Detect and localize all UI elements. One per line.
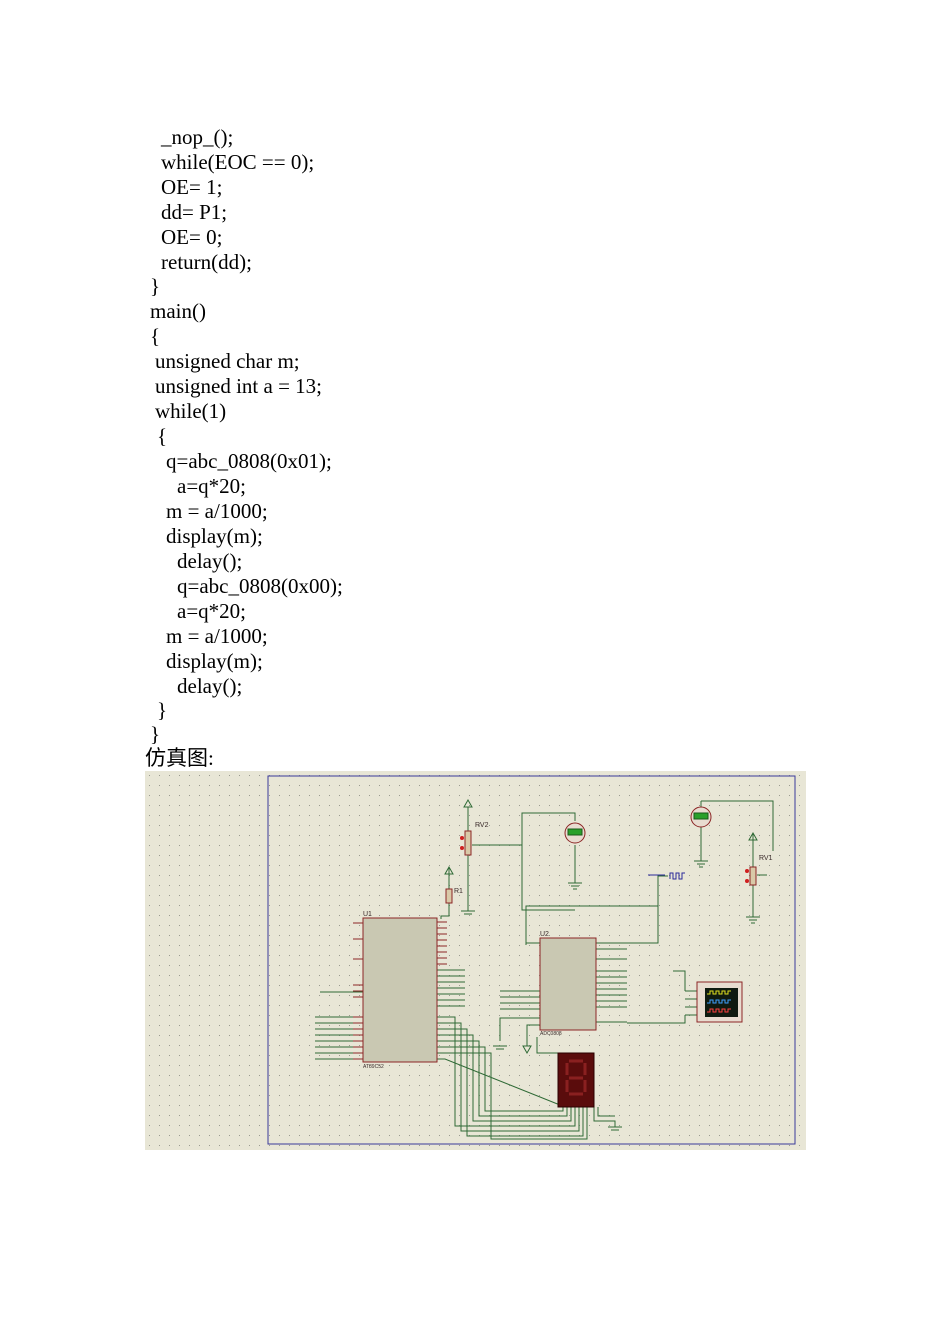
code-line: main() (150, 299, 206, 323)
ground-symbols (461, 860, 760, 1131)
potentiometer-rv2[interactable]: RV2 (460, 822, 489, 856)
code-line: OE= 1; (161, 175, 223, 199)
code-line: } (157, 698, 168, 722)
potentiometer-rv1[interactable]: RV1 (745, 855, 773, 886)
code-line: { (157, 424, 168, 448)
svg-text:RV2: RV2 (475, 822, 489, 829)
seven-segment-display[interactable] (557, 1052, 595, 1108)
code-line: } (150, 722, 161, 746)
code-line: while(EOC == 0); (161, 150, 315, 174)
svg-text:AT89C52: AT89C52 (363, 1064, 384, 1070)
power-terminals (444, 798, 758, 1055)
simulation-schematic: RV2 R1 RV1 U1 AT89C52 (145, 771, 806, 1150)
voltmeter-icon[interactable] (690, 806, 712, 828)
code-line: unsigned char m; (155, 349, 300, 373)
code-line: delay(); (177, 549, 243, 573)
code-line: while(1) (155, 399, 227, 423)
svg-text:U1: U1 (363, 911, 372, 918)
code-line: delay(); (177, 674, 243, 698)
code-line: unsigned int a = 13; (155, 374, 322, 398)
code-line: a=q*20; (177, 599, 246, 623)
svg-text:ADC0808: ADC0808 (540, 1031, 562, 1037)
svg-text:R1: R1 (454, 888, 463, 895)
clock-generator-icon[interactable] (648, 872, 685, 880)
sheet-frame (267, 775, 796, 1145)
wires (315, 800, 774, 1140)
code-line: display(m); (166, 524, 263, 548)
code-line: return(dd); (161, 250, 252, 274)
microcontroller-u1[interactable]: U1 AT89C52 (353, 911, 447, 1070)
figure-caption: 仿真图: (145, 746, 214, 770)
code-line: a=q*20; (177, 474, 246, 498)
voltmeter-icon[interactable] (564, 822, 586, 844)
code-line: m = a/1000; (166, 499, 268, 523)
svg-text:RV1: RV1 (759, 855, 773, 862)
code-line: } (150, 274, 161, 298)
code-line: q=abc_0808(0x00); (177, 574, 343, 598)
code-line: q=abc_0808(0x01); (166, 449, 332, 473)
code-line: { (150, 324, 161, 348)
svg-text:U2: U2 (540, 931, 549, 938)
oscilloscope-icon[interactable] (696, 981, 743, 1023)
code-line: OE= 0; (161, 225, 223, 249)
code-line: _nop_(); (161, 125, 234, 149)
code-line: display(m); (166, 649, 263, 673)
schematic-svg: RV2 R1 RV1 U1 AT89C52 (145, 771, 806, 1150)
adc-u2[interactable]: U2 ADC0808 (539, 931, 597, 1037)
resistor-r1[interactable]: R1 (445, 888, 463, 904)
code-line: dd= P1; (161, 200, 228, 224)
code-line: m = a/1000; (166, 624, 268, 648)
